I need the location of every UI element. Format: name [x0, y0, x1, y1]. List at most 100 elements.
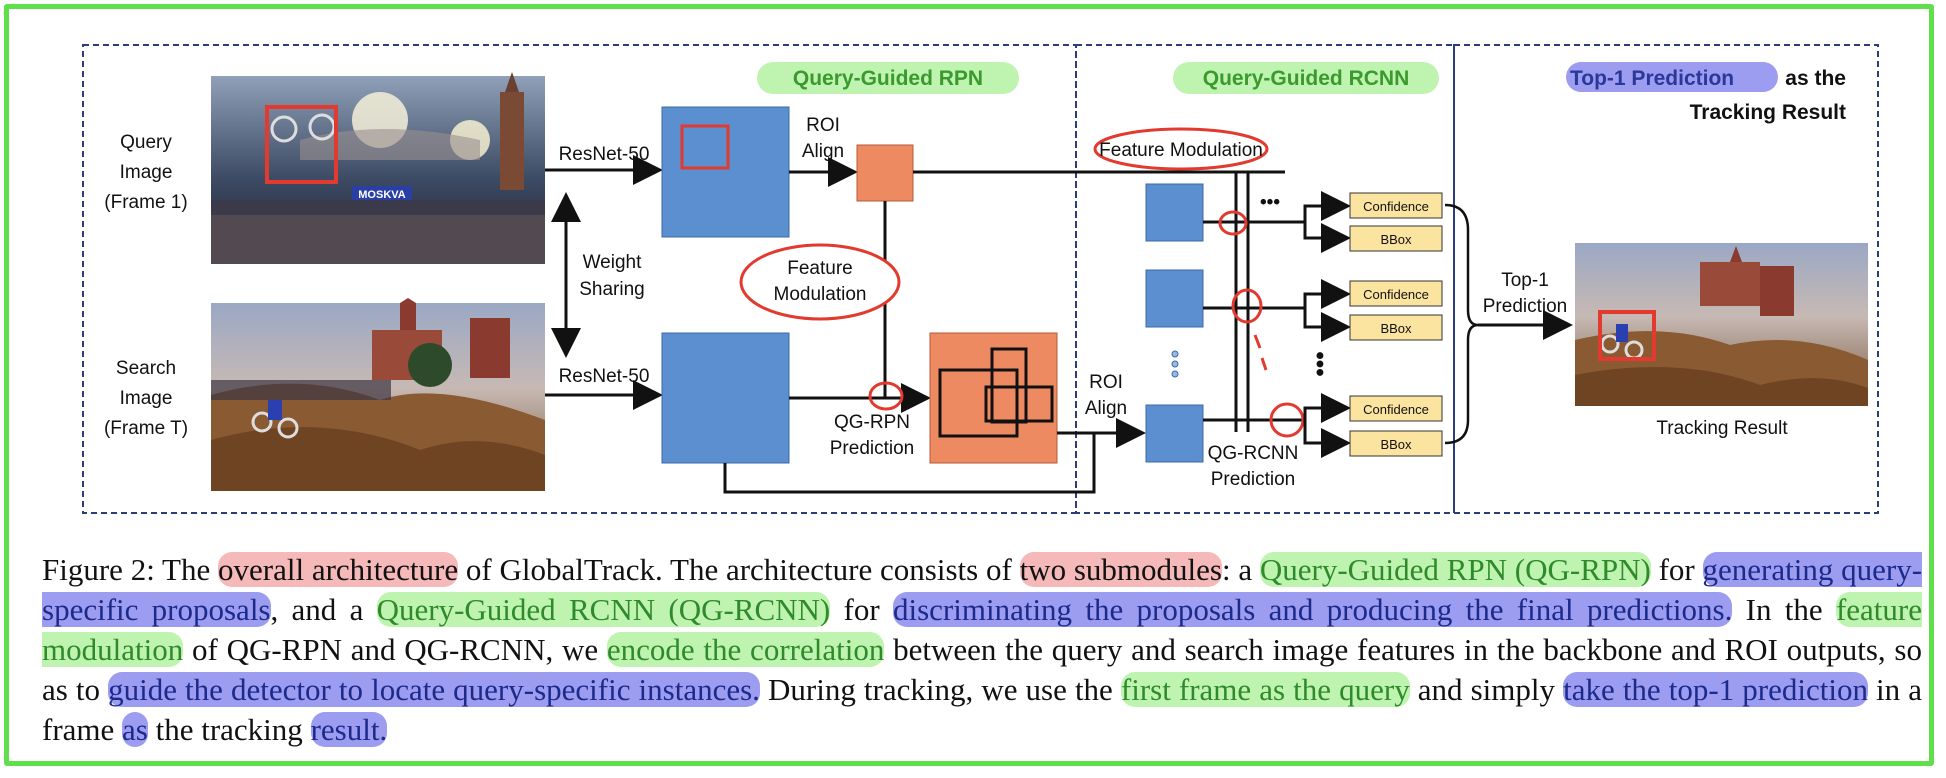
rcnn-feature-1	[1145, 183, 1204, 242]
confidence-label-1: Confidence	[1363, 199, 1429, 214]
bbox-label-1: BBox	[1380, 232, 1412, 247]
top1-header-highlight	[1566, 62, 1778, 92]
top1-pred-1: Top-1	[1501, 270, 1549, 291]
query-label-1: Query	[120, 132, 172, 153]
query-image: MOSKVA	[211, 72, 545, 264]
query-label-3: (Frame 1)	[104, 192, 187, 213]
search-feature-return-line	[723, 433, 1096, 494]
confidence-label-2: Confidence	[1363, 287, 1429, 302]
qg-rpn-header-highlight	[757, 62, 1019, 94]
bbox-box-1	[1349, 225, 1443, 252]
confidence-box-3	[1349, 395, 1443, 422]
rcnn-ellipsis-dot-1	[1171, 350, 1179, 358]
qg-rcnn-header-highlight	[1173, 62, 1439, 94]
roi-align-1b: Align	[802, 141, 844, 162]
rcnn-ellipsis-dot-2	[1171, 360, 1179, 368]
rcnn-fusion-mark-3	[1269, 402, 1305, 438]
figure-caption: Figure 2: The overall architecture of Gl…	[42, 550, 1923, 750]
query-target-box	[265, 105, 338, 184]
weight-sharing-2: Sharing	[579, 279, 645, 300]
weight-sharing-1: Weight	[583, 252, 643, 273]
feature-mod-rcnn-circle	[1093, 127, 1269, 171]
feature-mod-rpn-2: Modulation	[774, 284, 867, 305]
rcnn-dashed-mark	[1253, 334, 1268, 371]
rcnn-vertical-dots: •••	[1306, 351, 1333, 376]
top1-header-a: Top-1 Prediction	[1570, 67, 1734, 90]
caption-text: In the	[1732, 592, 1836, 627]
caption-highlight-red: overall architecture	[218, 552, 459, 587]
proposal-box-3	[984, 385, 1054, 423]
rcnn-dots-top: •••	[1260, 192, 1280, 213]
confidence-box-2	[1349, 280, 1443, 307]
rcnn-fusion-mark-1	[1218, 210, 1248, 236]
top1-header-c: Tracking Result	[1690, 101, 1846, 124]
confidence-box-1	[1349, 192, 1443, 219]
caption-text: : a	[1221, 552, 1260, 587]
bbox-box-2	[1349, 314, 1443, 341]
caption-highlight-red: two submodules	[1019, 552, 1222, 587]
feature-mod-rpn-1: Feature	[787, 258, 852, 279]
roi-align-2a: ROI	[1089, 372, 1123, 393]
feature-mod-rpn-circle	[739, 243, 901, 321]
bbox-label-3: BBox	[1380, 437, 1412, 452]
search-label-2: Image	[120, 388, 173, 409]
bbox-box-3	[1349, 430, 1443, 457]
confidence-label-3: Confidence	[1363, 402, 1429, 417]
roi-align-1a: ROI	[806, 115, 840, 136]
caption-text: of QG-RPN and QG-RCNN, we	[183, 632, 607, 667]
caption-text: Figure 2: The	[42, 552, 218, 587]
search-label-3: (Frame T)	[104, 418, 188, 439]
rpn-fusion-mark	[868, 381, 904, 411]
qg-rpn-pred-2: Prediction	[830, 438, 915, 459]
top1-header-b: as the	[1785, 67, 1846, 90]
top1-pred-2: Prediction	[1483, 296, 1568, 317]
qg-rpn-header: Query-Guided RPN	[793, 67, 983, 90]
caption-highlight-green: encode the correlation	[606, 632, 885, 667]
caption-highlight-blue: discriminating the proposals and produci…	[892, 592, 1733, 627]
rcnn-feature-2	[1145, 269, 1204, 328]
tracking-result-label: Tracking Result	[1656, 418, 1788, 439]
caption-highlight-blue: take the top-1 prediction	[1563, 672, 1868, 707]
caption-text: the tracking	[147, 712, 311, 747]
result-target-box	[1598, 310, 1656, 361]
search-feature-map	[661, 332, 790, 464]
feature-mod-rcnn: Feature Modulation	[1099, 140, 1263, 161]
rcnn-ellipsis-dot-3	[1171, 370, 1179, 378]
caption-highlight-green: Query-Guided RPN (QG-RPN)	[1259, 552, 1651, 587]
caption-text: between the query and search image featu…	[42, 632, 1922, 707]
caption-text: , and a	[270, 592, 377, 627]
caption-text: of GlobalTrack. The architecture consist…	[458, 552, 1020, 587]
caption-text: in a frame	[42, 672, 1922, 747]
qg-rpn-pred-1: QG-RPN	[834, 412, 910, 433]
panel-top1	[1453, 44, 1879, 514]
resnet-bottom-label: ResNet-50	[559, 366, 650, 387]
caption-highlight-blue: guide the detector to locate query-speci…	[108, 672, 760, 707]
query-banner: MOSKVA	[358, 189, 406, 201]
bbox-label-2: BBox	[1380, 321, 1412, 336]
qg-rcnn-header: Query-Guided RCNN	[1203, 67, 1410, 90]
caption-highlight-blue: result.	[310, 712, 388, 747]
figure-frame	[4, 4, 1934, 766]
rcnn-branch-1	[1303, 191, 1351, 253]
rcnn-fusion-mark-2	[1231, 288, 1263, 324]
search-label-1: Search	[116, 358, 176, 379]
caption-highlight-green: first frame as the query	[1120, 672, 1410, 707]
tracking-result-image	[1575, 243, 1868, 406]
qg-rcnn-pred-1: QG-RCNN	[1208, 443, 1299, 464]
rcnn-branch-3	[1303, 393, 1351, 458]
caption-text: During tracking, we use the	[759, 672, 1121, 707]
query-feature-roi	[680, 124, 730, 170]
qg-rcnn-pred-2: Prediction	[1211, 469, 1296, 490]
rcnn-feature-3	[1145, 404, 1204, 463]
output-brace	[1444, 203, 1479, 445]
resnet-top-label: ResNet-50	[559, 144, 650, 165]
query-roi-feature	[856, 144, 914, 202]
caption-highlight-blue: as	[122, 712, 148, 747]
rcnn-branch-2	[1303, 279, 1351, 342]
caption-text: for	[830, 592, 893, 627]
caption-highlight-green: Query-Guided RCNN (QG-RCNN)	[376, 592, 831, 627]
caption-text: and simply	[1409, 672, 1564, 707]
query-label-2: Image	[120, 162, 173, 183]
caption-text: for	[1650, 552, 1703, 587]
search-image	[211, 298, 545, 491]
